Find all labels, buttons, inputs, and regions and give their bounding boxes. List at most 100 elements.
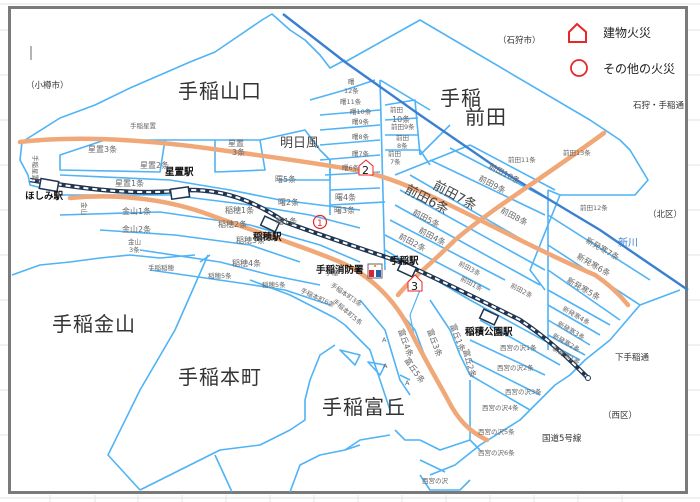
svg-text:前田2条: 前田2条 [509,281,535,300]
svg-text:金山1条: 金山1条 [122,206,151,216]
svg-text:稲穂3条: 稲穂3条 [236,235,265,245]
svg-text:富丘3条: 富丘3条 [425,327,444,358]
station-label-inazumi-koen: 稲積公園駅 [465,326,513,338]
legend-building-fire: 建物火災 [603,26,651,40]
svg-text:稲穂1条: 稲穂1条 [225,205,254,215]
svg-text:前田13条: 前田13条 [563,148,591,157]
road-label-shimo-teine: 下手稲通 [615,352,650,363]
svg-text:西宮の沢1条: 西宮の沢1条 [500,343,537,352]
svg-text:金山: 金山 [128,237,141,246]
station-label-hoshioki: 星置駅 [165,166,194,178]
svg-text:前田11条: 前田11条 [508,155,536,164]
svg-text:曙2条: 曙2条 [278,197,299,207]
neighbor-kita-ku: （北区） [648,209,682,220]
jr-railway [29,177,591,381]
svg-text:前田: 前田 [390,105,403,114]
map-image-frame[interactable] [8,6,688,494]
inaho-station-icon [259,215,281,233]
svg-text:1: 1 [317,219,323,229]
svg-text:A: A [405,379,410,387]
road-label-ishikari-teine: 石狩・手稲通 [633,100,685,111]
neighbor-ishikari: （石狩市） [498,35,541,46]
svg-text:西宮の沢: 西宮の沢 [422,476,449,485]
svg-text:金山2条: 金山2条 [122,224,151,234]
station-label-teine: 手稲駅 [390,255,419,267]
building-fire-legend-icon [568,22,587,43]
incident-2-marker[interactable]: 2 [358,159,374,177]
svg-text:星置: 星置 [228,139,244,148]
svg-text:曙7条: 曙7条 [352,149,370,158]
other-fire-legend-icon [570,59,588,77]
svg-text:西宮の沢4条: 西宮の沢4条 [482,403,519,412]
svg-text:曙6条: 曙6条 [342,163,360,172]
station-markers [38,177,500,326]
svg-text:前田: 前田 [396,133,409,142]
ward-boundary [282,13,689,291]
inazumi-koen-station-icon [478,308,500,326]
svg-text:7条: 7条 [390,157,401,166]
svg-text:曙8条: 曙8条 [352,132,370,141]
district-label-maeda-1: 手稲 [440,86,482,110]
svg-text:3条: 3条 [129,245,140,254]
svg-text:前田: 前田 [388,149,401,158]
svg-text:西宮の沢2条: 西宮の沢2条 [497,363,534,372]
svg-text:西宮の沢6条: 西宮の沢6条 [478,448,515,457]
svg-text:前田8条: 前田8条 [499,205,529,227]
district-label-tomioka: 手稲富丘 [322,395,406,419]
station-label-hoshimi: ほしみ駅 [25,191,64,202]
road-label-route5: 国道5号線 [542,433,582,444]
svg-text:曙10条: 曙10条 [350,107,372,116]
svg-text:手稲星置: 手稲星置 [31,155,40,182]
svg-text:手稲稲穂: 手稲稲穂 [148,263,175,272]
neighbor-otaru: （小樽市） [26,80,69,91]
fire-station-icon [367,263,383,279]
district-label-asukaze: 明日風 [280,136,319,151]
svg-text:A: A [383,362,388,370]
svg-text:手稲本町6条: 手稲本町6条 [299,286,336,310]
svg-text:曙: 曙 [348,78,355,86]
svg-text:曙1条: 曙1条 [276,216,297,226]
svg-text:3: 3 [411,280,418,293]
incident-1-marker[interactable]: 1 [312,214,328,230]
svg-text:曙11条: 曙11条 [340,97,362,106]
svg-text:新発寒5条: 新発寒5条 [565,275,602,302]
svg-text:12条: 12条 [344,86,359,95]
svg-text:稲穂5条: 稲穂5条 [208,271,232,280]
building-fire-house-icon [407,274,423,292]
svg-text:金山: 金山 [80,202,89,215]
svg-text:星置2条: 星置2条 [140,160,169,170]
svg-text:稲穂5条: 稲穂5条 [262,280,286,289]
svg-text:手稲星置: 手稲星置 [130,121,157,130]
svg-text:10条: 10条 [392,114,410,124]
district-label-kanayama: 手稲金山 [52,312,136,336]
teine-station-icon [396,260,418,278]
hoshimi-station-icon [38,177,60,193]
hoshioki-station-icon [169,185,191,201]
svg-text:稲穂2条: 稲穂2条 [218,219,247,229]
facility-label-fire-station: 手稲消防署 [316,264,364,276]
svg-text:稲穂4条: 稲穂4条 [232,258,261,268]
svg-text:3条: 3条 [232,147,245,157]
neighbor-nishi-ku: （西区） [603,410,637,421]
svg-text:曙5条: 曙5条 [275,174,296,184]
river-label-shinkawa: 新川 [618,236,638,249]
svg-text:2: 2 [362,164,369,177]
svg-text:西宮の沢3条: 西宮の沢3条 [505,387,542,396]
station-label-inaho: 稲穂駅 [253,231,282,243]
svg-text:手稲: 手稲 [325,268,339,277]
svg-text:曙9条: 曙9条 [352,117,370,126]
incident-3-marker[interactable]: 3 [407,274,423,293]
building-fire-house-icon [358,159,374,176]
svg-text:曙3条: 曙3条 [334,205,355,215]
district-label-yamaguchi: 手稲山口 [178,79,262,103]
svg-text:A: A [382,336,387,344]
svg-text:星置1条: 星置1条 [115,178,144,188]
svg-text:西宮の沢5条: 西宮の沢5条 [478,427,515,436]
legend-other-fire: その他の火災 [603,62,675,76]
legend: 建物火災 その他の火災 [568,22,675,77]
svg-text:8条: 8条 [397,141,408,150]
other-fire-circle-icon [312,214,328,230]
district-label-maeda-2: 前田 [465,105,507,129]
